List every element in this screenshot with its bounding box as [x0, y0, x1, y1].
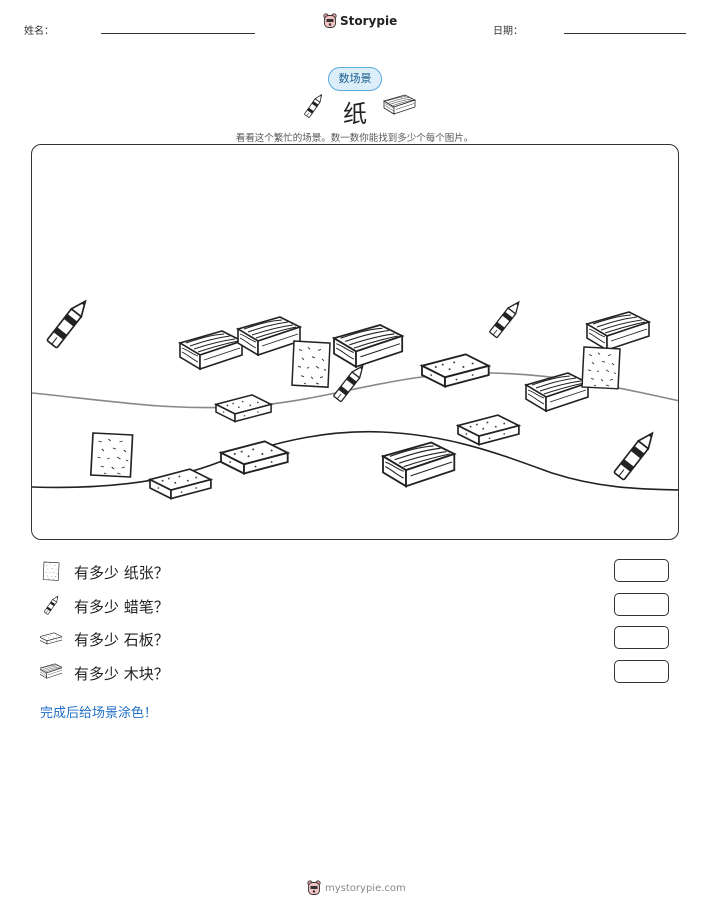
crayon-1: [45, 296, 92, 349]
date-label: 日期：: [493, 26, 523, 37]
finish-instruction: 完成后给场景涂色！: [40, 706, 158, 721]
question-row-paper: 有多少 纸张？: [40, 561, 169, 583]
stone-slab-1: [215, 394, 272, 423]
busy-scene: [31, 144, 679, 540]
crayon-2: [488, 298, 524, 339]
paper-sheet-3: [89, 432, 134, 478]
instructions: 看看这个繁忙的场景。数一数你能找到多少个每个图片。: [235, 133, 474, 144]
crayon-icon: [303, 92, 325, 119]
wood-block-4: [586, 311, 650, 351]
paper-sheet-icon: [42, 561, 60, 581]
answer-box-crayon[interactable]: [614, 593, 669, 616]
brand-logo: Storypie: [323, 13, 397, 29]
brand-name: Storypie: [340, 14, 398, 28]
crayon-3: [332, 362, 368, 403]
answer-box-wood[interactable]: [614, 660, 669, 683]
stone-slab-5: [149, 468, 212, 500]
footer: mystorypie.com: [307, 880, 406, 896]
stone-slab-3: [457, 414, 520, 446]
answer-box-paper[interactable]: [614, 559, 669, 582]
question-row-crayon: 有多少 蜡笔？: [40, 595, 169, 617]
wood-block-3: [333, 324, 404, 368]
name-line[interactable]: [101, 33, 255, 34]
wood-block-icon: [383, 94, 416, 115]
answer-box-stone[interactable]: [614, 626, 669, 649]
wood-block-icon: [40, 663, 62, 679]
wood-block-2: [237, 316, 301, 356]
question-text: 有多少 石板？: [74, 630, 169, 649]
category-tag: 数场景: [328, 67, 382, 91]
stone-slab-4: [220, 440, 289, 475]
scene-drawing: [32, 296, 678, 500]
page-title: 纸: [343, 100, 367, 128]
question-text: 有多少 蜡笔？: [74, 597, 169, 616]
bear-logo-icon: [307, 880, 321, 895]
date-line[interactable]: [564, 33, 686, 34]
wood-block-1: [179, 330, 243, 370]
question-text: 有多少 木块？: [74, 664, 169, 683]
name-label: 姓名：: [24, 26, 54, 37]
crayon-4: [612, 428, 659, 481]
stone-slab-icon: [40, 632, 62, 645]
paper-sheet-2: [581, 346, 621, 390]
question-row-stone: 有多少 石板？: [40, 628, 169, 650]
crayon-icon: [43, 595, 61, 615]
wood-block-6: [382, 441, 456, 488]
stone-slab-2: [421, 353, 490, 388]
bear-logo-icon: [323, 13, 337, 28]
paper-sheet-1: [291, 340, 331, 388]
question-row-wood: 有多少 木块？: [40, 662, 169, 684]
question-text: 有多少 纸张？: [74, 563, 169, 582]
wood-block-5: [525, 372, 589, 412]
footer-url[interactable]: mystorypie.com: [325, 882, 406, 894]
